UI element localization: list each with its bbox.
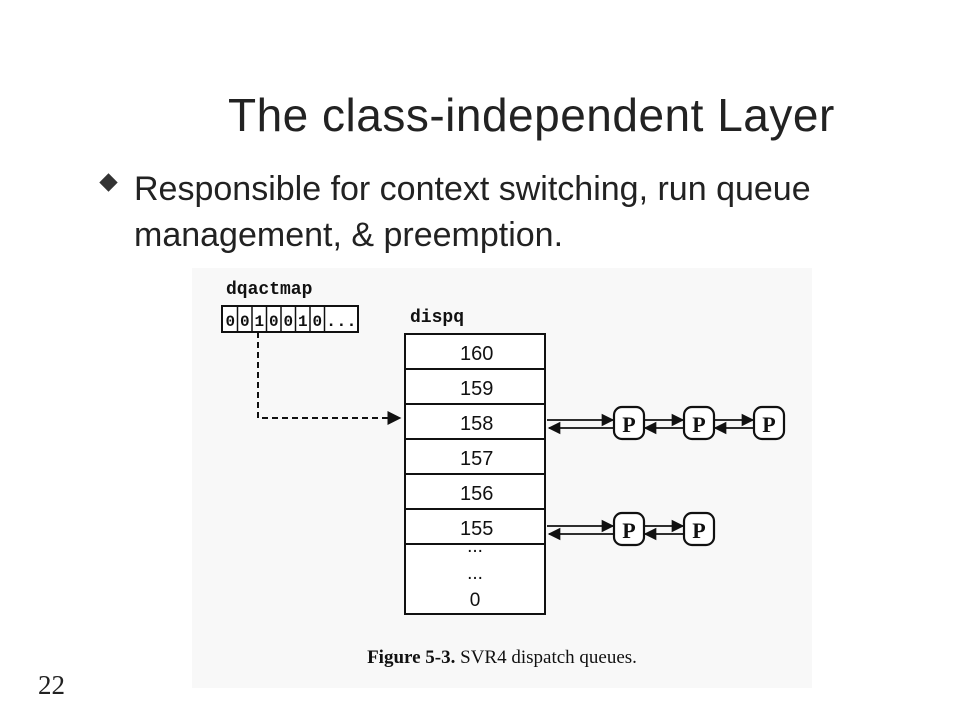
dispq-rows: 160 159 158 157 156 155 <box>405 343 545 545</box>
bitmap-bit: 1 <box>254 313 264 331</box>
bitmap-bit: 0 <box>312 313 322 331</box>
bitmap-bit: 0 <box>240 313 250 331</box>
bullet-item: Responsible for context switching, run q… <box>99 166 920 258</box>
dispq-row-160: 160 <box>460 343 493 365</box>
process-node-label: P <box>692 412 705 437</box>
diamond-bullet-icon <box>99 173 118 192</box>
dispq-ellipsis-2: ... <box>467 563 483 584</box>
process-node-box <box>682 511 716 547</box>
figure-caption: Figure 5-3. SVR4 dispatch queues. <box>192 647 812 669</box>
bullet-text: Responsible for context switching, run q… <box>134 170 811 254</box>
process-node: P <box>682 511 716 547</box>
dispq-ellipsis-1: ... <box>467 536 483 557</box>
dispq-row-0: 0 <box>470 590 481 611</box>
process-node-label: P <box>762 412 775 437</box>
dispq-row-155: 155 <box>460 518 493 540</box>
dispq-label: dispq <box>410 308 464 328</box>
caption-text: SVR4 dispatch queues. <box>460 647 637 668</box>
bitmap-bit: 0 <box>269 313 279 331</box>
process-node-label: P <box>622 518 635 543</box>
process-node: P <box>752 405 786 441</box>
caption-label: Figure 5-3. <box>367 647 456 668</box>
process-node: P <box>682 405 716 441</box>
dispq-row-158: 158 <box>460 413 493 435</box>
bitmap-bit: 1 <box>298 313 308 331</box>
dqactmap-bitmap <box>221 305 359 333</box>
bitmap-bit: 0 <box>225 313 235 331</box>
process-node-label: P <box>692 518 705 543</box>
process-node-label: P <box>622 412 635 437</box>
dispq-row-157: 157 <box>460 448 493 470</box>
bitmap-bit: 0 <box>283 313 293 331</box>
process-node: P <box>612 405 646 441</box>
dispq-row-156: 156 <box>460 483 493 505</box>
dqactmap-pointer-arrow <box>257 332 402 425</box>
slide-number: 22 <box>38 670 65 700</box>
process-node-box <box>752 405 786 441</box>
dispq-row-159: 159 <box>460 378 493 400</box>
dqactmap-label: dqactmap <box>226 280 312 300</box>
bitmap-ellipsis: ... <box>326 313 357 332</box>
process-node: P <box>612 511 646 547</box>
slide-title: The class-independent Layer <box>228 89 835 141</box>
